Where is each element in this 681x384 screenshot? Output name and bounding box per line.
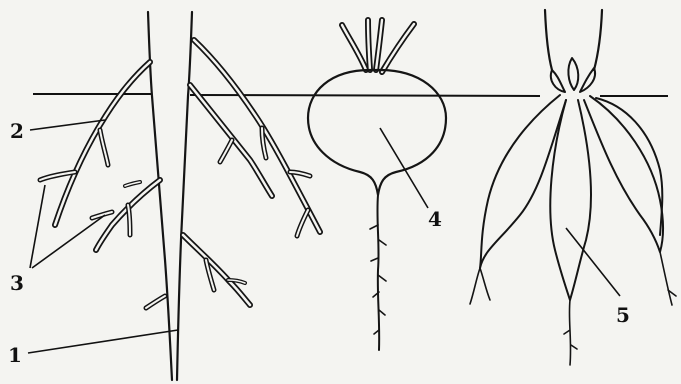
label-1: 1 — [8, 343, 22, 367]
leaf-stalks — [342, 20, 414, 72]
fibrous-storage-roots — [470, 10, 676, 365]
lateral-roots-left — [40, 62, 165, 308]
taproot-system — [40, 12, 320, 380]
main-root-left-edge — [148, 12, 172, 380]
soil-surface-line — [33, 94, 668, 96]
main-root-right-edge — [177, 12, 192, 380]
lateral-roots-right — [183, 40, 320, 305]
storage-root-right — [584, 96, 663, 252]
label-3: 3 — [10, 271, 24, 295]
label-3-group: 3 — [10, 185, 105, 295]
label-5: 5 — [616, 303, 630, 327]
tuber-body — [308, 70, 446, 195]
crown-leaves — [551, 58, 595, 92]
tuber-taproot — [377, 195, 379, 350]
label-4: 4 — [428, 207, 442, 231]
root-crop-tuber — [308, 20, 446, 350]
label-4-group: 4 — [380, 128, 442, 231]
label-1-group: 1 — [8, 330, 178, 367]
stem-left-edge — [545, 10, 552, 70]
stem-right-edge — [594, 10, 602, 70]
label-2: 2 — [10, 119, 24, 143]
